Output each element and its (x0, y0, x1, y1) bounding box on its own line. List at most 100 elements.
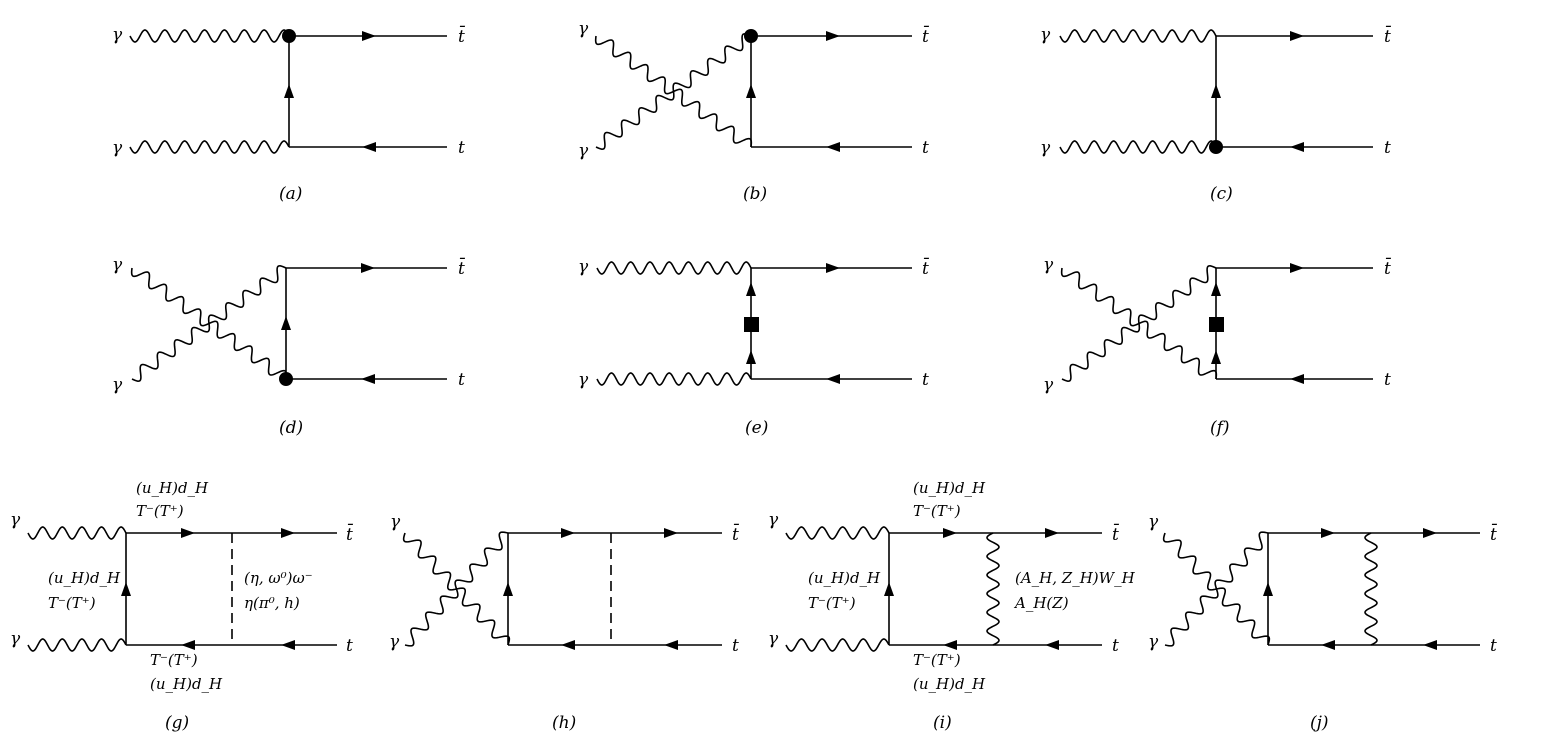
bottom-particle-label-2: (u_H)d_H (150, 675, 223, 693)
left-particle-label-2: T⁻(T⁺) (808, 594, 856, 612)
arrow-right-icon (561, 528, 575, 538)
left-particle-label-2: T⁻(T⁺) (48, 594, 96, 612)
caption: (j) (1310, 713, 1329, 733)
arrow-left-icon (181, 640, 195, 650)
arrow-left-icon (826, 142, 840, 152)
arrow-right-icon (826, 31, 840, 41)
arrow-left-icon (664, 640, 678, 650)
arrow-left-icon (1423, 640, 1437, 650)
vertex-blob-icon (1209, 140, 1223, 154)
photon-label-top: γ (1148, 512, 1159, 532)
arrow-right-icon (181, 528, 195, 538)
arrow-up-icon (746, 84, 756, 98)
diagram-a: γ γ t̄ t (a) (112, 24, 465, 204)
photon-label-bottom: γ (1043, 375, 1054, 395)
arrow-right-icon (1321, 528, 1335, 538)
arrow-up-icon (884, 582, 894, 596)
t-label: t (732, 636, 739, 656)
tbar-label: t̄ (922, 256, 929, 279)
tbar-label: t̄ (346, 522, 353, 545)
arrow-left-icon (1321, 640, 1335, 650)
arrow-right-icon (1423, 528, 1437, 538)
vector-boson-exchange-wavy-line (1364, 532, 1378, 646)
caption: (f) (1210, 418, 1230, 438)
t-label: t (458, 370, 465, 390)
exchange-particle-label-1: (A_H, Z_H)W_H (1015, 569, 1136, 587)
photon-line-top (785, 526, 890, 540)
top-particle-label-1: (u_H)d_H (136, 479, 209, 497)
top-particle-label-1: (u_H)d_H (913, 479, 986, 497)
caption: (g) (165, 713, 189, 733)
diagram-i: γ γ (u_H)d_H T⁻(T⁺) (u_H)d_H T⁻(T⁺) T⁻(T… (768, 479, 1136, 733)
arrow-right-icon (361, 263, 375, 273)
diagram-b: γ γ t̄ t (b) (578, 19, 929, 204)
arrow-up-icon (503, 582, 513, 596)
tbar-label: t̄ (1384, 24, 1391, 47)
arrow-up-icon (121, 582, 131, 596)
photon-line-crossed-2 (595, 33, 752, 150)
arrow-left-icon (826, 374, 840, 384)
photon-label-bottom: γ (1040, 138, 1051, 158)
caption: (i) (933, 713, 952, 733)
top-particle-label-2: T⁻(T⁺) (913, 502, 961, 520)
diagram-c: γ γ t̄ t (c) (1040, 24, 1391, 204)
photon-label-bottom: γ (578, 370, 589, 390)
arrow-left-icon (1045, 640, 1059, 650)
arrow-left-icon (361, 374, 375, 384)
photon-label-top: γ (112, 25, 123, 45)
photon-line-bottom (129, 140, 290, 154)
diagram-g: γ γ (u_H)d_H T⁻(T⁺) (u_H)d_H T⁻(T⁺) T⁻(T… (10, 479, 353, 733)
diagram-d: γ γ t̄ t (d) (112, 255, 465, 438)
caption: (b) (743, 184, 767, 204)
arrow-right-icon (1290, 31, 1304, 41)
vertex-blob-icon (744, 29, 758, 43)
arrow-up-icon (1263, 582, 1273, 596)
diagram-f: γ γ t̄ t (f) (1043, 255, 1391, 438)
tbar-label: t̄ (458, 256, 465, 279)
photon-label-top: γ (10, 510, 21, 530)
arrow-left-icon (1290, 374, 1304, 384)
arrow-right-icon (943, 528, 957, 538)
photon-line-crossed-2 (404, 531, 509, 647)
t-label: t (922, 138, 929, 158)
vector-boson-exchange-wavy-line (986, 532, 1000, 646)
t-label: t (1112, 636, 1119, 656)
photon-label-bottom: γ (112, 138, 123, 158)
arrow-right-icon (664, 528, 678, 538)
caption: (d) (279, 418, 303, 438)
vertex-square-icon (744, 317, 759, 332)
arrow-right-icon (1045, 528, 1059, 538)
photon-label-bottom: γ (768, 629, 779, 649)
tbar-label: t̄ (732, 522, 739, 545)
caption: (a) (279, 184, 302, 204)
photon-label-top: γ (768, 510, 779, 530)
photon-label-top: γ (390, 512, 401, 532)
photon-label-top: γ (112, 255, 123, 275)
photon-label-bottom: γ (1148, 632, 1159, 652)
exchange-particle-label-1: (η, ω⁰)ω⁻ (244, 569, 313, 587)
t-label: t (1384, 370, 1391, 390)
arrow-left-icon (362, 142, 376, 152)
arrow-left-icon (943, 640, 957, 650)
bottom-particle-label-1: T⁻(T⁺) (150, 651, 198, 669)
photon-line-top (27, 526, 127, 540)
arrow-right-icon (826, 263, 840, 273)
photon-label-bottom: γ (10, 629, 21, 649)
arrow-left-icon (281, 640, 295, 650)
t-label: t (1490, 636, 1497, 656)
tbar-label: t̄ (458, 24, 465, 47)
left-particle-label-1: (u_H)d_H (48, 569, 121, 587)
bottom-particle-label-2: (u_H)d_H (913, 675, 986, 693)
top-particle-label-2: T⁻(T⁺) (136, 502, 184, 520)
photon-label-top: γ (1043, 255, 1054, 275)
tbar-label: t̄ (1112, 522, 1119, 545)
arrow-up-icon (1211, 84, 1221, 98)
tbar-label: t̄ (922, 24, 929, 47)
exchange-particle-label-2: η(π⁰, h) (244, 594, 300, 612)
photon-line-bottom (596, 372, 752, 386)
arrow-up-icon (281, 316, 291, 330)
caption: (e) (745, 418, 768, 438)
arrow-up-icon (1211, 282, 1221, 296)
photon-line-top (596, 261, 752, 275)
photon-label-bottom: γ (389, 632, 400, 652)
